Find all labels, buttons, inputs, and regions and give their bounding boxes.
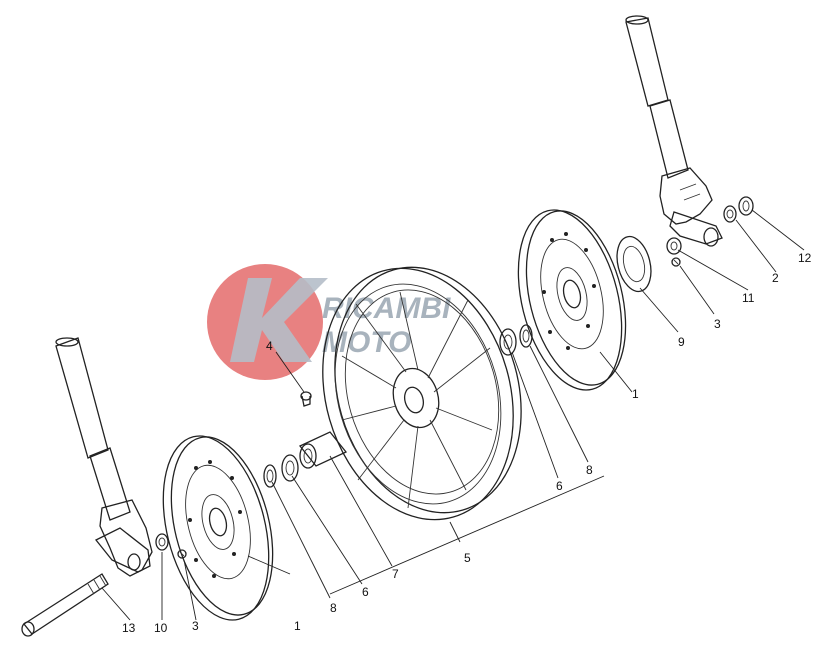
callout-13: 13 (122, 621, 136, 635)
callout-6-left: 6 (362, 585, 369, 599)
left-seal-8 (263, 464, 277, 488)
watermark-k-glyph (230, 278, 328, 362)
callout-8-left: 8 (330, 601, 337, 615)
callout-1-right: 1 (632, 387, 639, 401)
wheel-axle (21, 573, 109, 637)
tone-wheel-9 (616, 235, 652, 293)
left-brake-disc (162, 435, 274, 621)
callout-6-right: 6 (556, 479, 563, 493)
spacer-tube (298, 431, 348, 469)
leader-lines (101, 209, 805, 621)
callout-10: 10 (154, 621, 168, 635)
front-wheel (322, 266, 522, 521)
callout-11: 11 (742, 291, 755, 305)
nut-12 (738, 196, 754, 216)
callout-5: 5 (464, 551, 471, 565)
right-brake-disc (517, 209, 627, 391)
leader-5 (449, 521, 461, 543)
callout-7: 7 (392, 567, 399, 581)
right-fork-leg (625, 15, 723, 247)
callout-4: 4 (266, 339, 273, 353)
right-seal-8 (519, 324, 533, 348)
callout-3-right: 3 (714, 317, 721, 331)
left-screw-3 (177, 549, 187, 559)
spacer-11 (666, 237, 682, 255)
left-bearing-6 (281, 454, 299, 482)
callout-9: 9 (678, 335, 685, 349)
right-screw-3 (671, 257, 681, 267)
callout-3-left: 3 (192, 619, 199, 633)
left-fork-leg (55, 337, 153, 577)
right-bearing-6 (499, 328, 517, 356)
callout-1-left: 1 (294, 619, 301, 633)
watermark-line1: RICAMBI (322, 292, 451, 325)
bolt-4 (300, 391, 312, 407)
washer-2 (723, 205, 737, 223)
callout-labels: 1 1 2 3 3 4 5 6 6 7 8 8 9 10 11 12 13 (122, 251, 812, 635)
callout-12: 12 (798, 251, 812, 265)
left-spacer-10 (155, 533, 169, 551)
callout-8-right: 8 (586, 463, 593, 477)
watermark-logo: RICAMBI MOTO (207, 264, 451, 380)
bracket-line-5 (329, 475, 605, 595)
callout-2: 2 (772, 271, 779, 285)
